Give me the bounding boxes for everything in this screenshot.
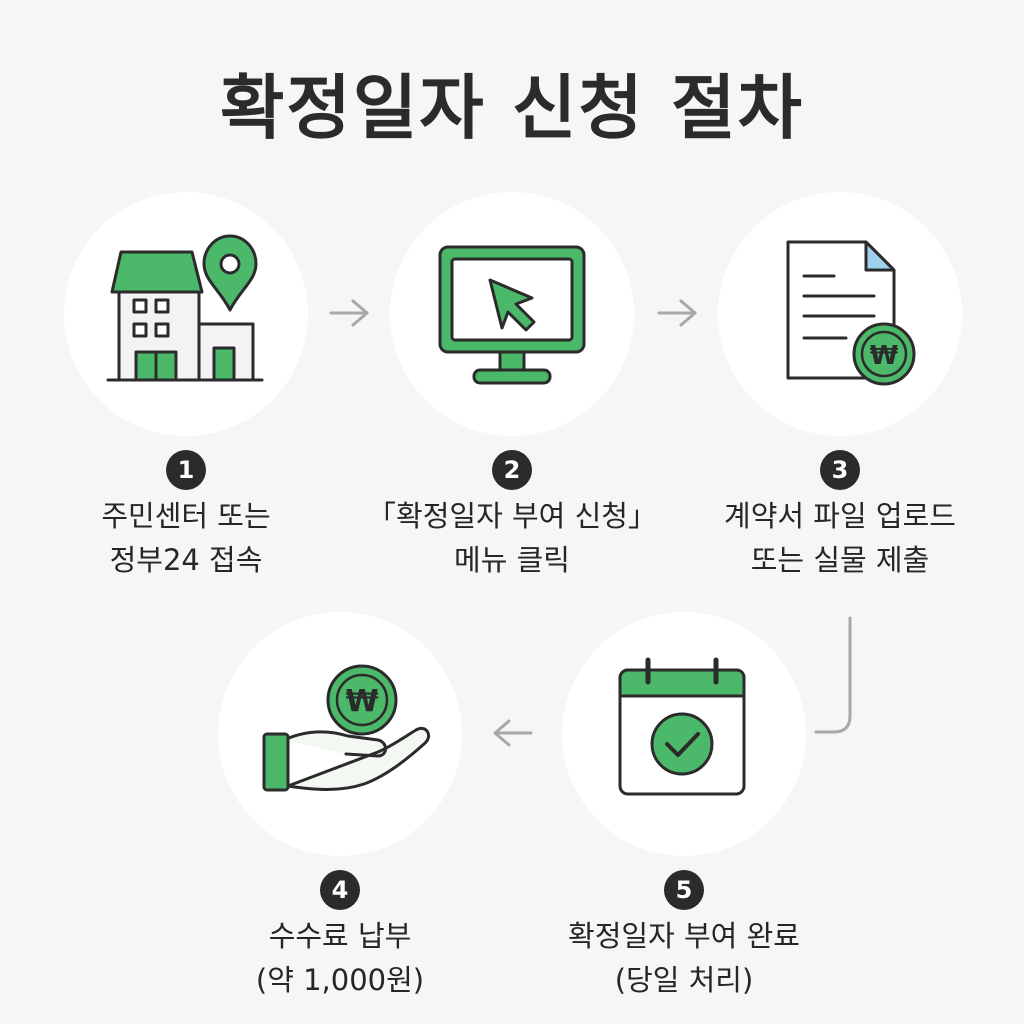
step-1-label-line-2: 정부24 접속 [109,543,263,577]
step-5-label-line-2: (당일 처리) [614,963,754,997]
step-1-label-line-1: 주민센터 또는 [101,499,271,533]
step-1-circle [64,192,308,436]
step-3-label-line-1: 계약서 파일 업로드 [724,499,956,533]
step-5-label-line-1: 확정일자 부여 완료 [568,919,800,953]
arrow-right-icon [657,299,697,327]
step-4-label-line-2: (약 1,000원) [255,963,425,997]
step-3-label: 계약서 파일 업로드 또는 실물 제출 [680,494,1000,582]
step-5-number-badge: 5 [664,870,704,910]
svg-text:₩: ₩ [345,684,378,719]
step-3-circle: ₩ [718,192,962,436]
step-2-label-line-2: 메뉴 클릭 [454,543,570,577]
step-1-number-badge: 1 [166,450,206,490]
step-2-label-line-1: 「확정일자 부여 신청」 [367,499,657,533]
step-5-label: 확정일자 부여 완료 (당일 처리) [524,914,844,1002]
step-1-label: 주민센터 또는 정부24 접속 [26,494,346,582]
step-3-label-line-2: 또는 실물 제출 [750,543,930,577]
document-won-icon: ₩ [786,240,916,386]
step-4-number-badge: 4 [320,870,360,910]
step-2-circle [390,192,634,436]
arrow-left-icon [493,719,533,747]
hand-coin-icon: ₩ [262,664,430,792]
step-5-circle [562,612,806,856]
monitor-cursor-icon [438,245,586,385]
step-3-number-badge: 3 [820,450,860,490]
step-4-label-line-1: 수수료 납부 [268,919,412,953]
step-2-label: 「확정일자 부여 신청」 메뉴 클릭 [352,494,672,582]
svg-text:₩: ₩ [870,341,899,371]
step-4-label: 수수료 납부 (약 1,000원) [180,914,500,1002]
calendar-check-icon [618,657,746,796]
arrow-right-icon [329,299,369,327]
step-2-number-badge: 2 [492,450,532,490]
step-4-circle: ₩ [218,612,462,856]
page-title: 확정일자 신청 절차 [220,67,804,149]
building-location-icon [106,234,264,382]
